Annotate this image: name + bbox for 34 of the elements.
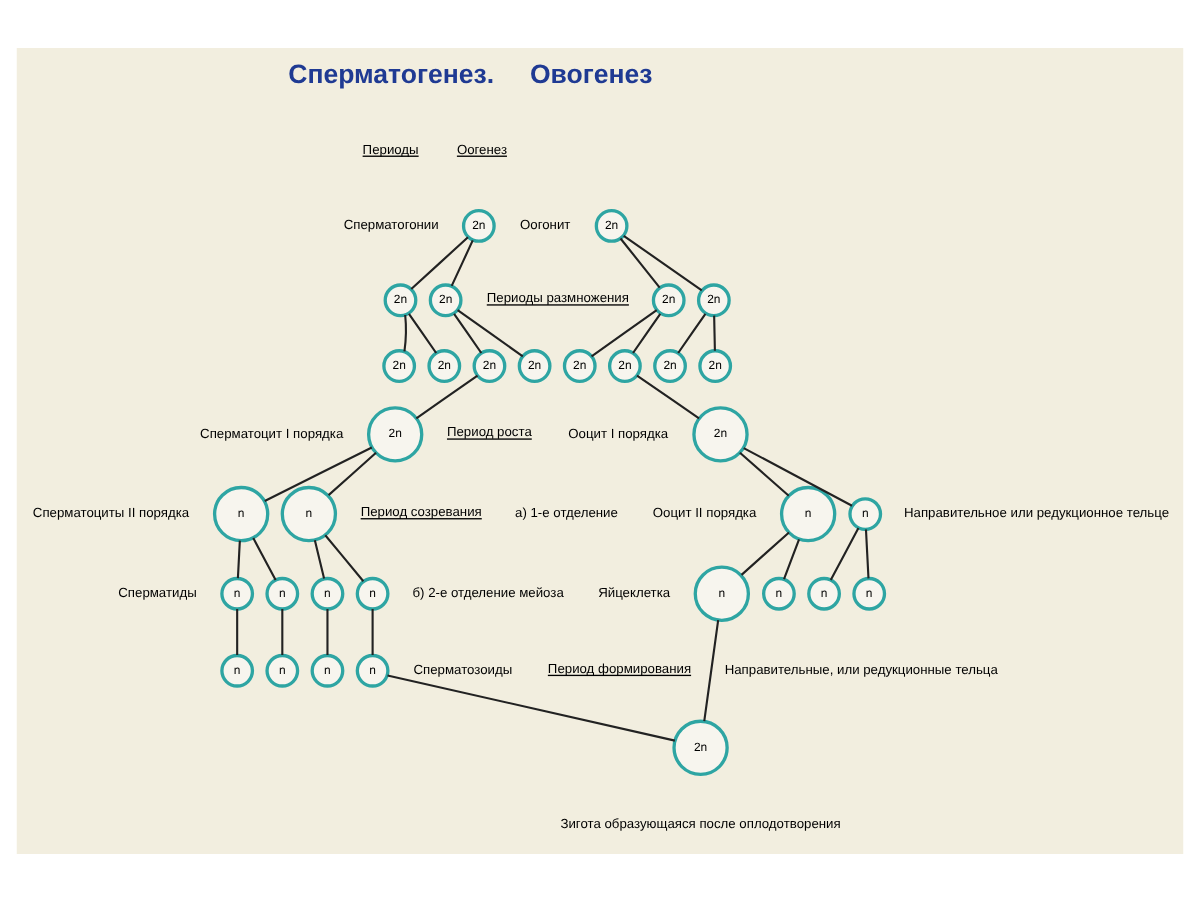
- connector: [829, 526, 860, 580]
- connector: [740, 530, 790, 575]
- connector: [450, 238, 474, 286]
- connector: [739, 451, 790, 496]
- connector: [783, 537, 801, 579]
- connector: [623, 233, 703, 291]
- connector: [703, 619, 720, 721]
- connector: [453, 312, 483, 353]
- connector: [590, 308, 658, 357]
- connector: [743, 446, 853, 506]
- connector: [677, 312, 707, 353]
- connector: [632, 312, 662, 353]
- connector: [457, 308, 524, 357]
- connector: [403, 313, 407, 351]
- connector: [415, 373, 479, 419]
- connector: [408, 312, 438, 353]
- connector: [636, 373, 700, 419]
- connector: [236, 539, 241, 578]
- label: Овогенез: [529, 57, 653, 88]
- connector: [864, 528, 870, 578]
- connector: [619, 236, 661, 288]
- connector: [281, 608, 284, 654]
- connector: [326, 608, 329, 654]
- connector: [324, 533, 365, 581]
- label: Сперматогенез.: [288, 57, 495, 88]
- connector: [410, 235, 469, 289]
- connector: [713, 314, 716, 350]
- connector: [387, 673, 676, 741]
- connector: [371, 608, 374, 654]
- connector: [236, 608, 239, 654]
- connector: [252, 536, 277, 580]
- connector: [264, 445, 373, 501]
- connector: [327, 451, 377, 495]
- connector: [313, 538, 326, 578]
